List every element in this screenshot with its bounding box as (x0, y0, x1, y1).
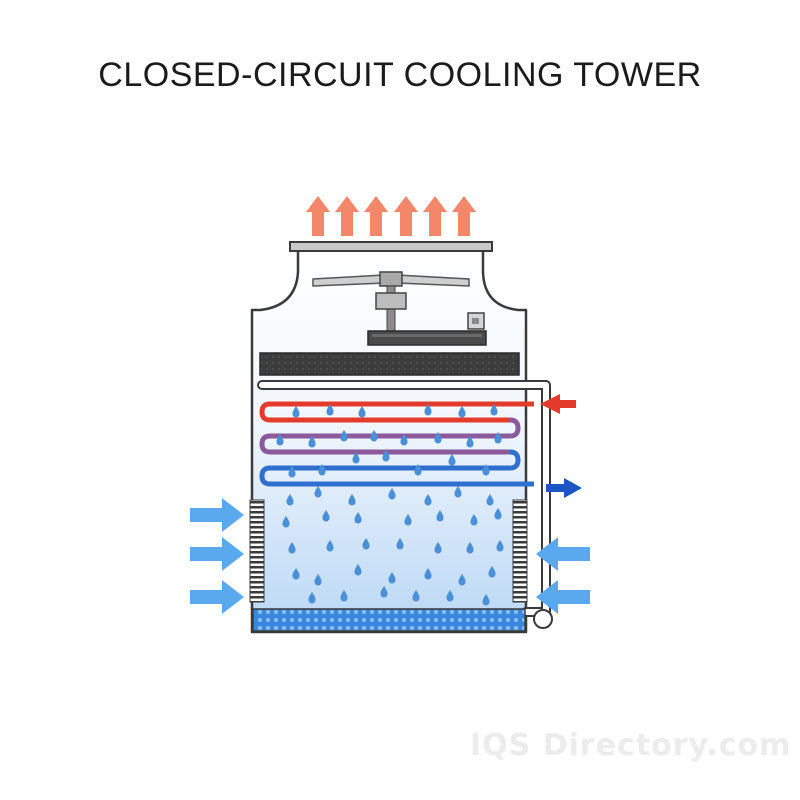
arrow-right-icon (190, 498, 244, 532)
water-drop-icon (496, 540, 504, 552)
water-drop-icon (288, 542, 296, 554)
air-inlet-louver-right (512, 499, 528, 603)
water-drop-icon (354, 564, 362, 576)
water-drop-icon (288, 466, 296, 478)
water-drop-icon (466, 436, 474, 448)
water-drop-icon (314, 486, 322, 498)
arrow-left-icon (536, 580, 590, 614)
water-drop-icon (412, 590, 420, 602)
fan-icon (312, 271, 470, 333)
water-drop-icon (470, 514, 478, 526)
water-drop-icon (308, 592, 316, 604)
water-drop-icon (486, 494, 494, 506)
water-drop-icon (396, 538, 404, 550)
arrow-up-icon (452, 196, 476, 236)
arrow-up-icon (394, 196, 418, 236)
water-drop-icon (482, 594, 490, 606)
water-drop-icon (448, 454, 456, 466)
water-drop-icon (424, 494, 432, 506)
top-cap (289, 241, 493, 252)
inlet-air-arrows-right (536, 537, 590, 614)
hot-fluid-inlet-arrow (540, 394, 576, 414)
collection-basin (252, 608, 526, 632)
water-drop-icon (466, 542, 474, 554)
water-drop-icon (400, 434, 408, 446)
water-drop-icon (388, 488, 396, 500)
water-drop-icon (276, 434, 284, 446)
heat-exchanger-coil (259, 401, 534, 487)
inlet-air-arrows-left (190, 498, 244, 614)
water-drop-icon (458, 574, 466, 586)
water-drop-icon (380, 586, 388, 598)
arrow-up-icon (306, 196, 330, 236)
water-drop-icon (436, 510, 444, 522)
water-drop-icon (340, 590, 348, 602)
water-drop-icon (446, 590, 454, 602)
water-drop-icon (352, 452, 360, 464)
water-drop-icon (424, 404, 432, 416)
water-drop-icon (308, 436, 316, 448)
water-drop-icon (458, 406, 466, 418)
air-inlet-louver-left (249, 499, 265, 603)
fan-deck (367, 330, 487, 346)
page-title: CLOSED-CIRCUIT COOLING TOWER (98, 56, 702, 94)
water-drop-icon (434, 542, 442, 554)
water-drop-icon (314, 574, 322, 586)
water-drop-icon (424, 568, 432, 580)
water-drop-icon (494, 508, 502, 520)
water-drop-icon (404, 514, 412, 526)
water-drop-icon (282, 516, 290, 528)
arrow-up-icon (423, 196, 447, 236)
water-drop-icon (388, 572, 396, 584)
water-drop-icon (292, 568, 300, 580)
water-drop-icon (358, 406, 366, 418)
water-drop-icon (482, 464, 490, 476)
arrow-right-icon (190, 537, 244, 571)
arrow-up-icon (335, 196, 359, 236)
water-drop-icon (354, 512, 362, 524)
water-drop-icon (286, 494, 294, 506)
water-droplets (276, 404, 504, 606)
water-drop-icon (348, 494, 356, 506)
water-drop-icon (490, 404, 498, 416)
water-drop-icon (494, 432, 502, 444)
water-drop-icon (454, 486, 462, 498)
water-drop-icon (322, 510, 330, 522)
arrow-left-icon (536, 537, 590, 571)
water-drop-icon (362, 538, 370, 550)
water-drop-icon (318, 464, 326, 476)
water-drop-icon (326, 404, 334, 416)
water-drop-icon (340, 430, 348, 442)
water-drop-icon (488, 566, 496, 578)
arrow-up-icon (364, 196, 388, 236)
drift-eliminator (259, 352, 520, 376)
water-drop-icon (326, 540, 334, 552)
motor-icon (467, 312, 485, 330)
water-drop-icon (292, 406, 300, 418)
arrow-right-icon (190, 580, 244, 614)
water-drop-icon (414, 464, 422, 476)
water-drop-icon (434, 432, 442, 444)
cool-fluid-outlet-arrow (546, 478, 582, 498)
water-drop-icon (370, 430, 378, 442)
exhaust-air-arrows (306, 196, 476, 236)
water-drop-icon (382, 450, 390, 462)
pump (533, 609, 553, 629)
watermark: IQS Directory.com (470, 728, 792, 763)
